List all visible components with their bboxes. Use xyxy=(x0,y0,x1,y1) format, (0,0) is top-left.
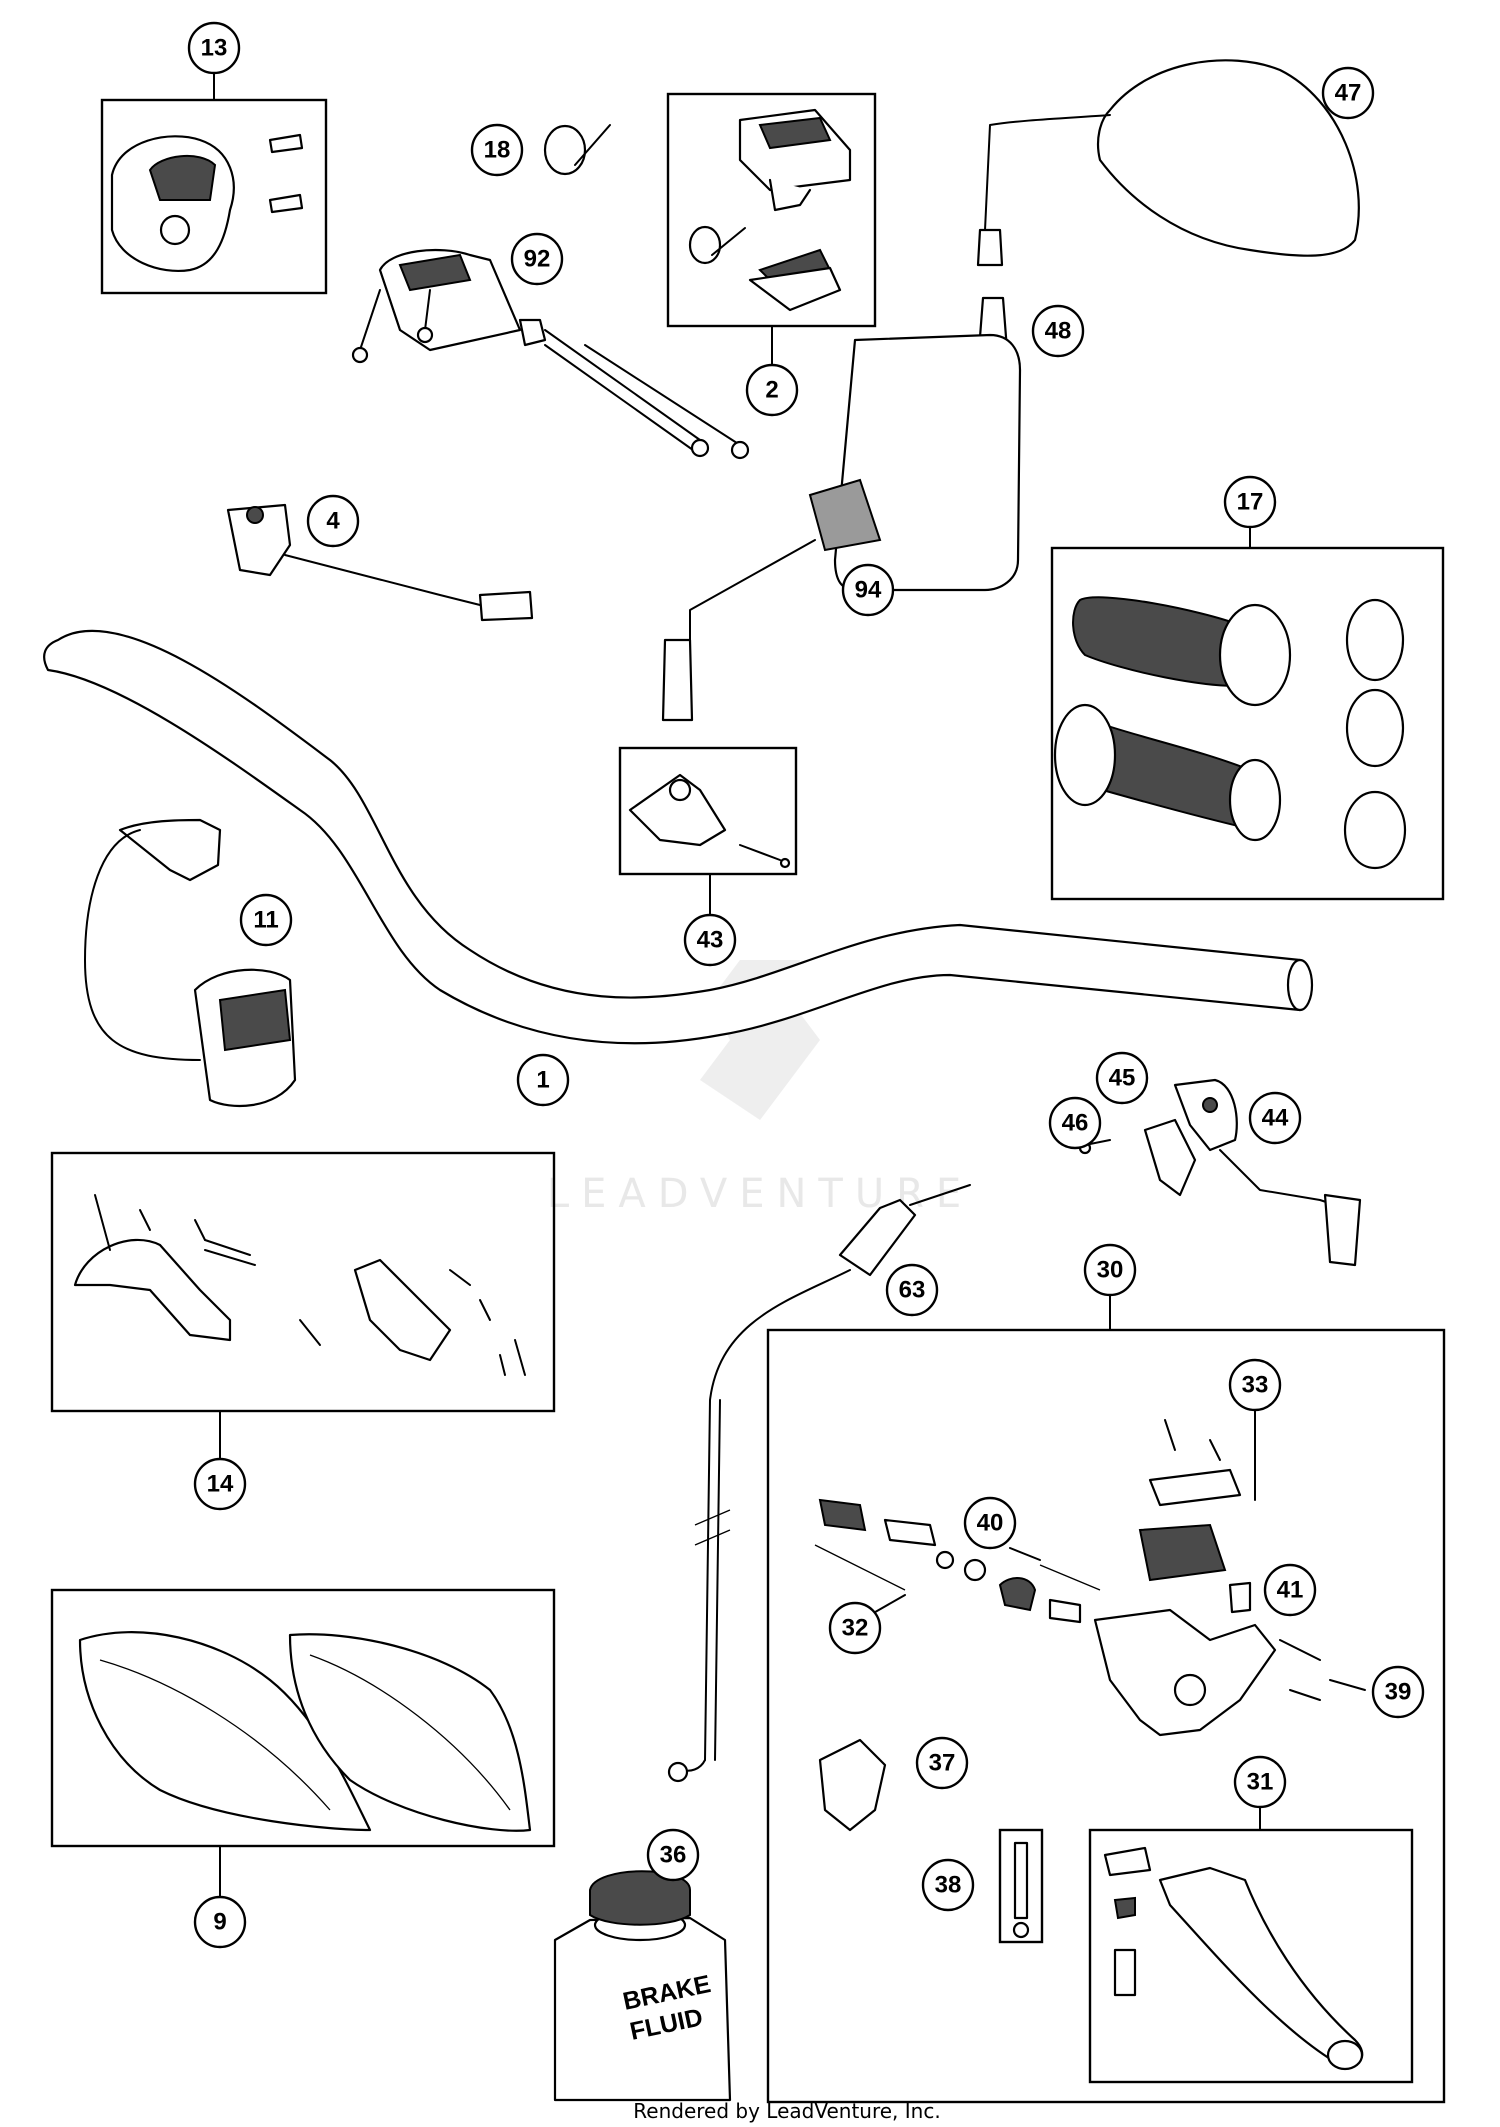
group-box-9 xyxy=(50,1588,556,1848)
switch-11-part xyxy=(84,818,297,1108)
throttle-92-part xyxy=(351,248,750,460)
handguards-9-part xyxy=(78,1631,532,1832)
callout-48-number: 48 xyxy=(1045,318,1072,345)
callout-1: 1 xyxy=(516,1053,570,1107)
callout-4: 4 xyxy=(306,494,360,548)
callout-9: 9 xyxy=(193,1895,247,1949)
callout-32: 32 xyxy=(828,1601,882,1655)
callout-94-number: 94 xyxy=(855,577,882,604)
switch-13-part xyxy=(110,133,304,272)
callout-44-number: 44 xyxy=(1262,1105,1289,1132)
grips-17-part xyxy=(1053,596,1407,870)
callout-13-number: 13 xyxy=(201,35,228,62)
group-box-31 xyxy=(1088,1828,1414,2084)
callout-2-number: 2 xyxy=(765,377,778,404)
callout-43: 43 xyxy=(683,913,737,967)
callout-38-number: 38 xyxy=(935,1872,962,1899)
switch-44-part xyxy=(1078,1078,1362,1267)
callout-17-number: 17 xyxy=(1237,489,1264,516)
group-box-14 xyxy=(50,1151,556,1413)
callout-30: 30 xyxy=(1083,1243,1137,1297)
guard-mounts-14-part xyxy=(73,1194,526,1376)
callout-46-number: 46 xyxy=(1062,1110,1089,1137)
clamp-43-part xyxy=(628,773,791,869)
callout-40: 40 xyxy=(963,1496,1017,1550)
callout-43-number: 43 xyxy=(697,927,724,954)
callout-1-number: 1 xyxy=(536,1067,549,1094)
callout-63: 63 xyxy=(885,1263,939,1317)
callout-11-number: 11 xyxy=(253,907,278,934)
brake-fluid-36-part: BRAKE FLUID xyxy=(553,1870,732,2102)
footer-credit: Rendered by LeadVenture, Inc. xyxy=(633,2099,940,2123)
callout-94: 94 xyxy=(841,563,895,617)
callout-45: 45 xyxy=(1095,1051,1149,1105)
callout-11: 11 xyxy=(239,893,293,947)
callout-39: 39 xyxy=(1371,1665,1425,1719)
cover-33-part xyxy=(1138,1419,1242,1582)
callout-41-number: 41 xyxy=(1277,1577,1304,1604)
mirror-94-part xyxy=(661,333,1022,722)
callout-18-number: 18 xyxy=(484,137,511,164)
callout-18: 18 xyxy=(470,123,524,177)
handlebar-part xyxy=(43,629,1314,1045)
lever-31-part xyxy=(1103,1846,1364,2071)
bolt-38-part xyxy=(1012,1841,1030,1939)
callout-45-number: 45 xyxy=(1109,1065,1136,1092)
callout-33-number: 33 xyxy=(1242,1372,1269,1399)
master-cylinder-part xyxy=(1093,1581,1321,1737)
callout-37: 37 xyxy=(915,1736,969,1790)
piston-kit-part xyxy=(814,1498,1101,1624)
group-box-38 xyxy=(998,1828,1044,1944)
callout-17: 17 xyxy=(1223,475,1277,529)
group-box-43 xyxy=(618,746,798,876)
callout-92: 92 xyxy=(510,232,564,286)
callout-2: 2 xyxy=(745,363,799,417)
callout-47: 47 xyxy=(1321,66,1375,120)
callout-9-number: 9 xyxy=(213,1909,226,1936)
callout-32-number: 32 xyxy=(842,1615,869,1642)
group-box-17 xyxy=(1050,546,1445,901)
callout-13: 13 xyxy=(187,21,241,75)
switch-housing-2-part xyxy=(688,108,852,312)
callout-36: 36 xyxy=(646,1828,700,1882)
callout-14-number: 14 xyxy=(207,1471,234,1498)
callout-31: 31 xyxy=(1233,1755,1287,1809)
reservoir-cover-37-part xyxy=(818,1738,887,1832)
callout-31-number: 31 xyxy=(1247,1769,1274,1796)
callout-48: 48 xyxy=(1031,304,1085,358)
callout-38: 38 xyxy=(921,1858,975,1912)
callout-47-number: 47 xyxy=(1335,80,1362,107)
callout-33: 33 xyxy=(1228,1358,1282,1412)
leader-lines xyxy=(213,72,1366,1901)
callout-44: 44 xyxy=(1248,1091,1302,1145)
group-box-30 xyxy=(766,1328,1446,2104)
brake-line-63-part xyxy=(667,1184,971,1783)
mirror-47-part xyxy=(976,59,1360,267)
callout-36-number: 36 xyxy=(660,1842,687,1869)
callout-41: 41 xyxy=(1263,1563,1317,1617)
callout-37-number: 37 xyxy=(929,1750,956,1777)
callout-30-number: 30 xyxy=(1097,1257,1124,1284)
switch-4-part xyxy=(226,503,534,622)
callout-46: 46 xyxy=(1048,1096,1102,1150)
cable-tie-18-part xyxy=(543,124,611,176)
callout-40-number: 40 xyxy=(977,1510,1004,1537)
callout-14: 14 xyxy=(193,1457,247,1511)
callout-63-number: 63 xyxy=(899,1277,926,1304)
callout-92-number: 92 xyxy=(524,246,551,273)
callout-39-number: 39 xyxy=(1385,1679,1412,1706)
callout-4-number: 4 xyxy=(326,508,340,535)
